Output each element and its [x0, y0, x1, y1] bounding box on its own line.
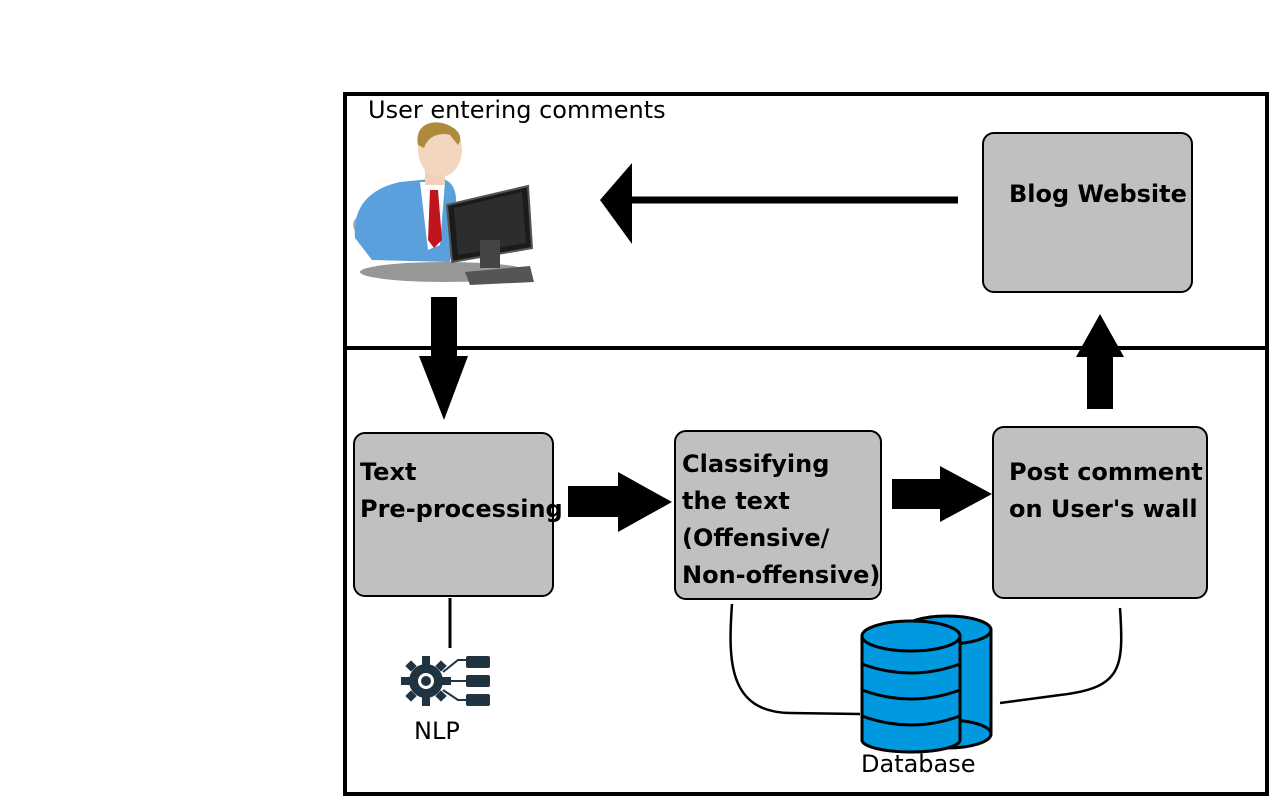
section-divider [343, 346, 1265, 350]
post-comment-database-curve [999, 607, 1123, 705]
diagram-frame [343, 92, 1269, 796]
database-icon [860, 614, 993, 754]
arrow-to-preprocessing [419, 297, 468, 420]
arrow-to-post-comment [892, 466, 992, 522]
arrow-to-classifying [568, 472, 672, 532]
nlp-gear-icon [401, 656, 490, 706]
text-preprocessing-line2: Pre-processing [360, 495, 563, 523]
user-at-computer-icon [353, 122, 534, 285]
blog-website-box: Blog Website [982, 132, 1193, 293]
post-comment-line2: on User's wall [1009, 495, 1198, 523]
classifying-box: Classifying the text (Offensive/ Non-off… [674, 430, 882, 600]
nlp-label: NLP [414, 717, 460, 745]
text-preprocessing-line1: Text [360, 458, 417, 486]
classifying-line2: the text [682, 487, 790, 515]
user-label: User entering comments [368, 96, 666, 124]
arrow-to-blog-website [1076, 314, 1124, 409]
blog-website-label: Blog Website [1009, 180, 1187, 208]
classifying-line4: Non-offensive) [682, 561, 881, 589]
post-comment-line1: Post comment [1009, 458, 1203, 486]
arrow-to-user [600, 163, 958, 244]
classifying-line3: (Offensive/ [682, 524, 830, 552]
classifying-database-curve [729, 603, 861, 716]
text-preprocessing-box: Text Pre-processing [353, 432, 563, 597]
database-label: Database [861, 750, 976, 778]
post-comment-box: Post comment on User's wall [992, 426, 1208, 599]
classifying-line1: Classifying [682, 450, 830, 478]
